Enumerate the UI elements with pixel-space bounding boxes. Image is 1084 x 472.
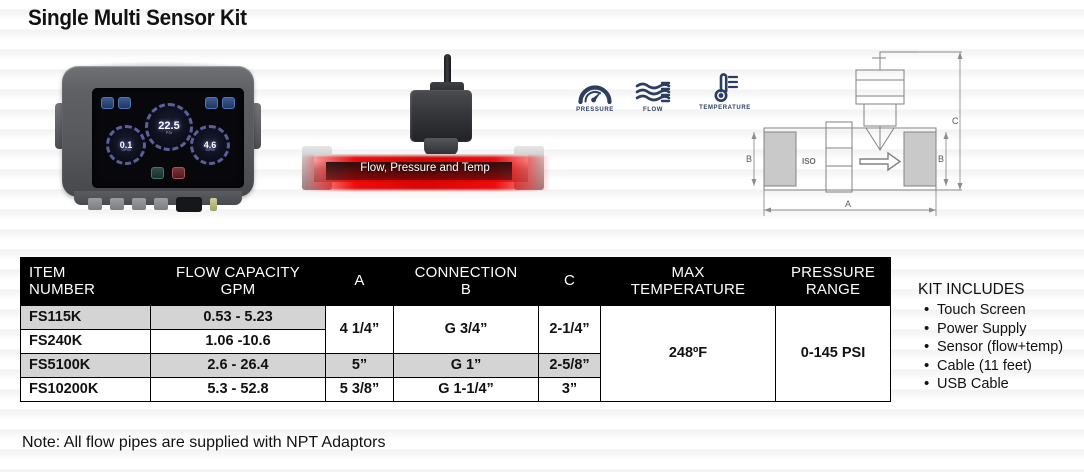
gauge-center-value: 22.5 — [158, 120, 180, 133]
list-item: USB Cable — [924, 374, 1078, 394]
product-image-band: 0.1 GPM 22.5 PSI 4.6 GPM — [0, 40, 1084, 240]
list-item: Power Supply — [924, 319, 1078, 339]
feature-temperature-label: TEMPERATURE — [699, 105, 751, 111]
footnote: Note: All flow pipes are supplied with N… — [22, 434, 386, 451]
cell-dimension-a: 5” — [325, 353, 394, 378]
sensor-head-housing — [410, 90, 472, 142]
table-row: FS10200K 5.3 - 52.8 5 3/8” G 1-1/4” 3” — [20, 377, 891, 402]
cell-flow-capacity: 2.6 - 26.4 — [150, 353, 326, 378]
drawing-dimension-a-label: A — [845, 199, 851, 209]
display-button-home-icon — [101, 97, 114, 109]
flow-sensor-image: Flow, Pressure and Temp — [300, 50, 550, 225]
gauge-left-unit: GPM — [121, 147, 131, 153]
device-mount-ear-right — [251, 103, 261, 149]
cell-item-number: FS5100K — [20, 353, 151, 378]
kit-includes-list: Touch Screen Power Supply Sensor (flow+t… — [918, 300, 1078, 394]
column-header-max-temperature: MAX TEMPERATURE — [600, 257, 776, 306]
device-power-connector — [176, 197, 202, 212]
flow-waves-icon — [598, 68, 708, 104]
kit-includes-title: KIT INCLUDES — [918, 281, 1025, 298]
display-button-stop-icon — [172, 167, 185, 179]
gauge-left-value: 0.1 — [119, 139, 133, 150]
cell-connection-b: G 3/4” — [393, 305, 539, 354]
feature-pressure: PRESSURE — [540, 68, 650, 113]
specification-table: ITEM NUMBER FLOW CAPACITY GPM A CONNECTI… — [20, 257, 891, 402]
device-display: 0.1 GPM 22.5 PSI 4.6 GPM — [92, 88, 244, 188]
cell-flow-capacity: 5.3 - 52.8 — [150, 377, 326, 402]
feature-temperature: TEMPERATURE — [670, 66, 780, 111]
device-mount-ear-left — [55, 103, 65, 149]
cell-max-temperature: 248ºF — [600, 305, 776, 402]
table-row: FS240K 1.06 -10.6 — [20, 329, 891, 354]
display-button-start-icon — [151, 167, 164, 179]
table-row: FS115K 0.53 - 5.23 4 1/4” G 3/4” 2-1/4” … — [20, 305, 891, 402]
list-item: Sensor (flow+temp) — [924, 337, 1078, 357]
drawing-body-text: ISO — [802, 157, 816, 166]
feature-pressure-label: PRESSURE — [576, 107, 614, 113]
gauge-center-unit: PSI — [165, 129, 173, 135]
display-button-log-icon — [222, 97, 235, 109]
table-header-row: ITEM NUMBER FLOW CAPACITY GPM A CONNECTI… — [20, 257, 891, 306]
device-connector-3 — [132, 198, 146, 210]
cell-connection-b: G 1-1/4” — [393, 377, 539, 402]
drawing-dimension-b-right-label: B — [938, 154, 944, 164]
cell-dimension-a: 5 3/8” — [325, 377, 394, 402]
gauge-right-value: 4.6 — [203, 139, 217, 150]
display-button-alarm-icon — [205, 97, 218, 109]
feature-flow-label: FLOW — [642, 107, 664, 113]
device-terminal-connector — [210, 198, 217, 211]
display-gauge-right: 4.6 GPM — [190, 125, 230, 165]
table-row: FS5100K 2.6 - 26.4 5” G 1” 2-5/8” — [20, 353, 891, 378]
display-gauge-left: 0.1 GPM — [106, 125, 146, 165]
sensor-bore — [326, 162, 512, 180]
display-button-search-icon — [118, 97, 131, 109]
cell-item-number: FS10200K — [20, 377, 151, 402]
cell-item-number: FS115K — [20, 305, 151, 330]
column-header-a: A — [325, 257, 394, 306]
cell-pressure-range: 0-145 PSI — [775, 305, 891, 402]
sensor-cable — [444, 54, 451, 88]
drawing-dimension-c-label: C — [952, 116, 959, 126]
sensor-neck — [424, 138, 458, 156]
drawing-dimension-b-left-label: B — [746, 154, 752, 164]
device-connector-1 — [88, 198, 102, 210]
column-header-flow-capacity: FLOW CAPACITY GPM — [150, 257, 326, 306]
cell-dimension-a: 4 1/4” — [325, 305, 394, 354]
device-enclosure: 0.1 GPM 22.5 PSI 4.6 GPM — [62, 66, 254, 197]
gauge-right-unit: GPM — [205, 147, 215, 153]
kit-includes-panel: KIT INCLUDES Touch Screen Power Supply S… — [918, 281, 1078, 394]
cell-dimension-c: 3” — [538, 377, 601, 402]
cell-item-number: FS240K — [20, 329, 151, 354]
column-header-item-number: ITEM NUMBER — [20, 257, 151, 306]
page-title: Single Multi Sensor Kit — [28, 5, 247, 30]
feature-icon-group: PRESSURE FLOW — [540, 52, 790, 142]
sensor-band-label: Flow, Pressure and Temp — [360, 162, 490, 174]
technical-dimension-drawing: ISO A B B — [740, 40, 970, 230]
list-item: Cable (11 feet) — [924, 356, 1078, 376]
column-header-pressure-range: PRESSURE RANGE — [775, 257, 891, 306]
cell-flow-capacity: 1.06 -10.6 — [150, 329, 326, 354]
display-gauge-center: 22.5 PSI — [145, 103, 193, 151]
thermometer-icon — [670, 66, 780, 102]
device-connector-2 — [110, 198, 124, 210]
cell-connection-b: G 1” — [393, 353, 539, 378]
column-header-c: C — [538, 257, 601, 306]
list-item: Touch Screen — [924, 300, 1078, 320]
cell-dimension-c: 2-1/4” — [538, 305, 601, 354]
cell-flow-capacity: 0.53 - 5.23 — [150, 305, 326, 330]
cell-dimension-c: 2-5/8” — [538, 353, 601, 378]
column-header-connection-b: CONNECTION B — [393, 257, 539, 306]
device-connector-4 — [154, 198, 168, 210]
touch-screen-controller-image: 0.1 GPM 22.5 PSI 4.6 GPM — [52, 58, 264, 223]
feature-flow: FLOW — [598, 68, 708, 113]
pressure-gauge-icon — [540, 68, 650, 104]
